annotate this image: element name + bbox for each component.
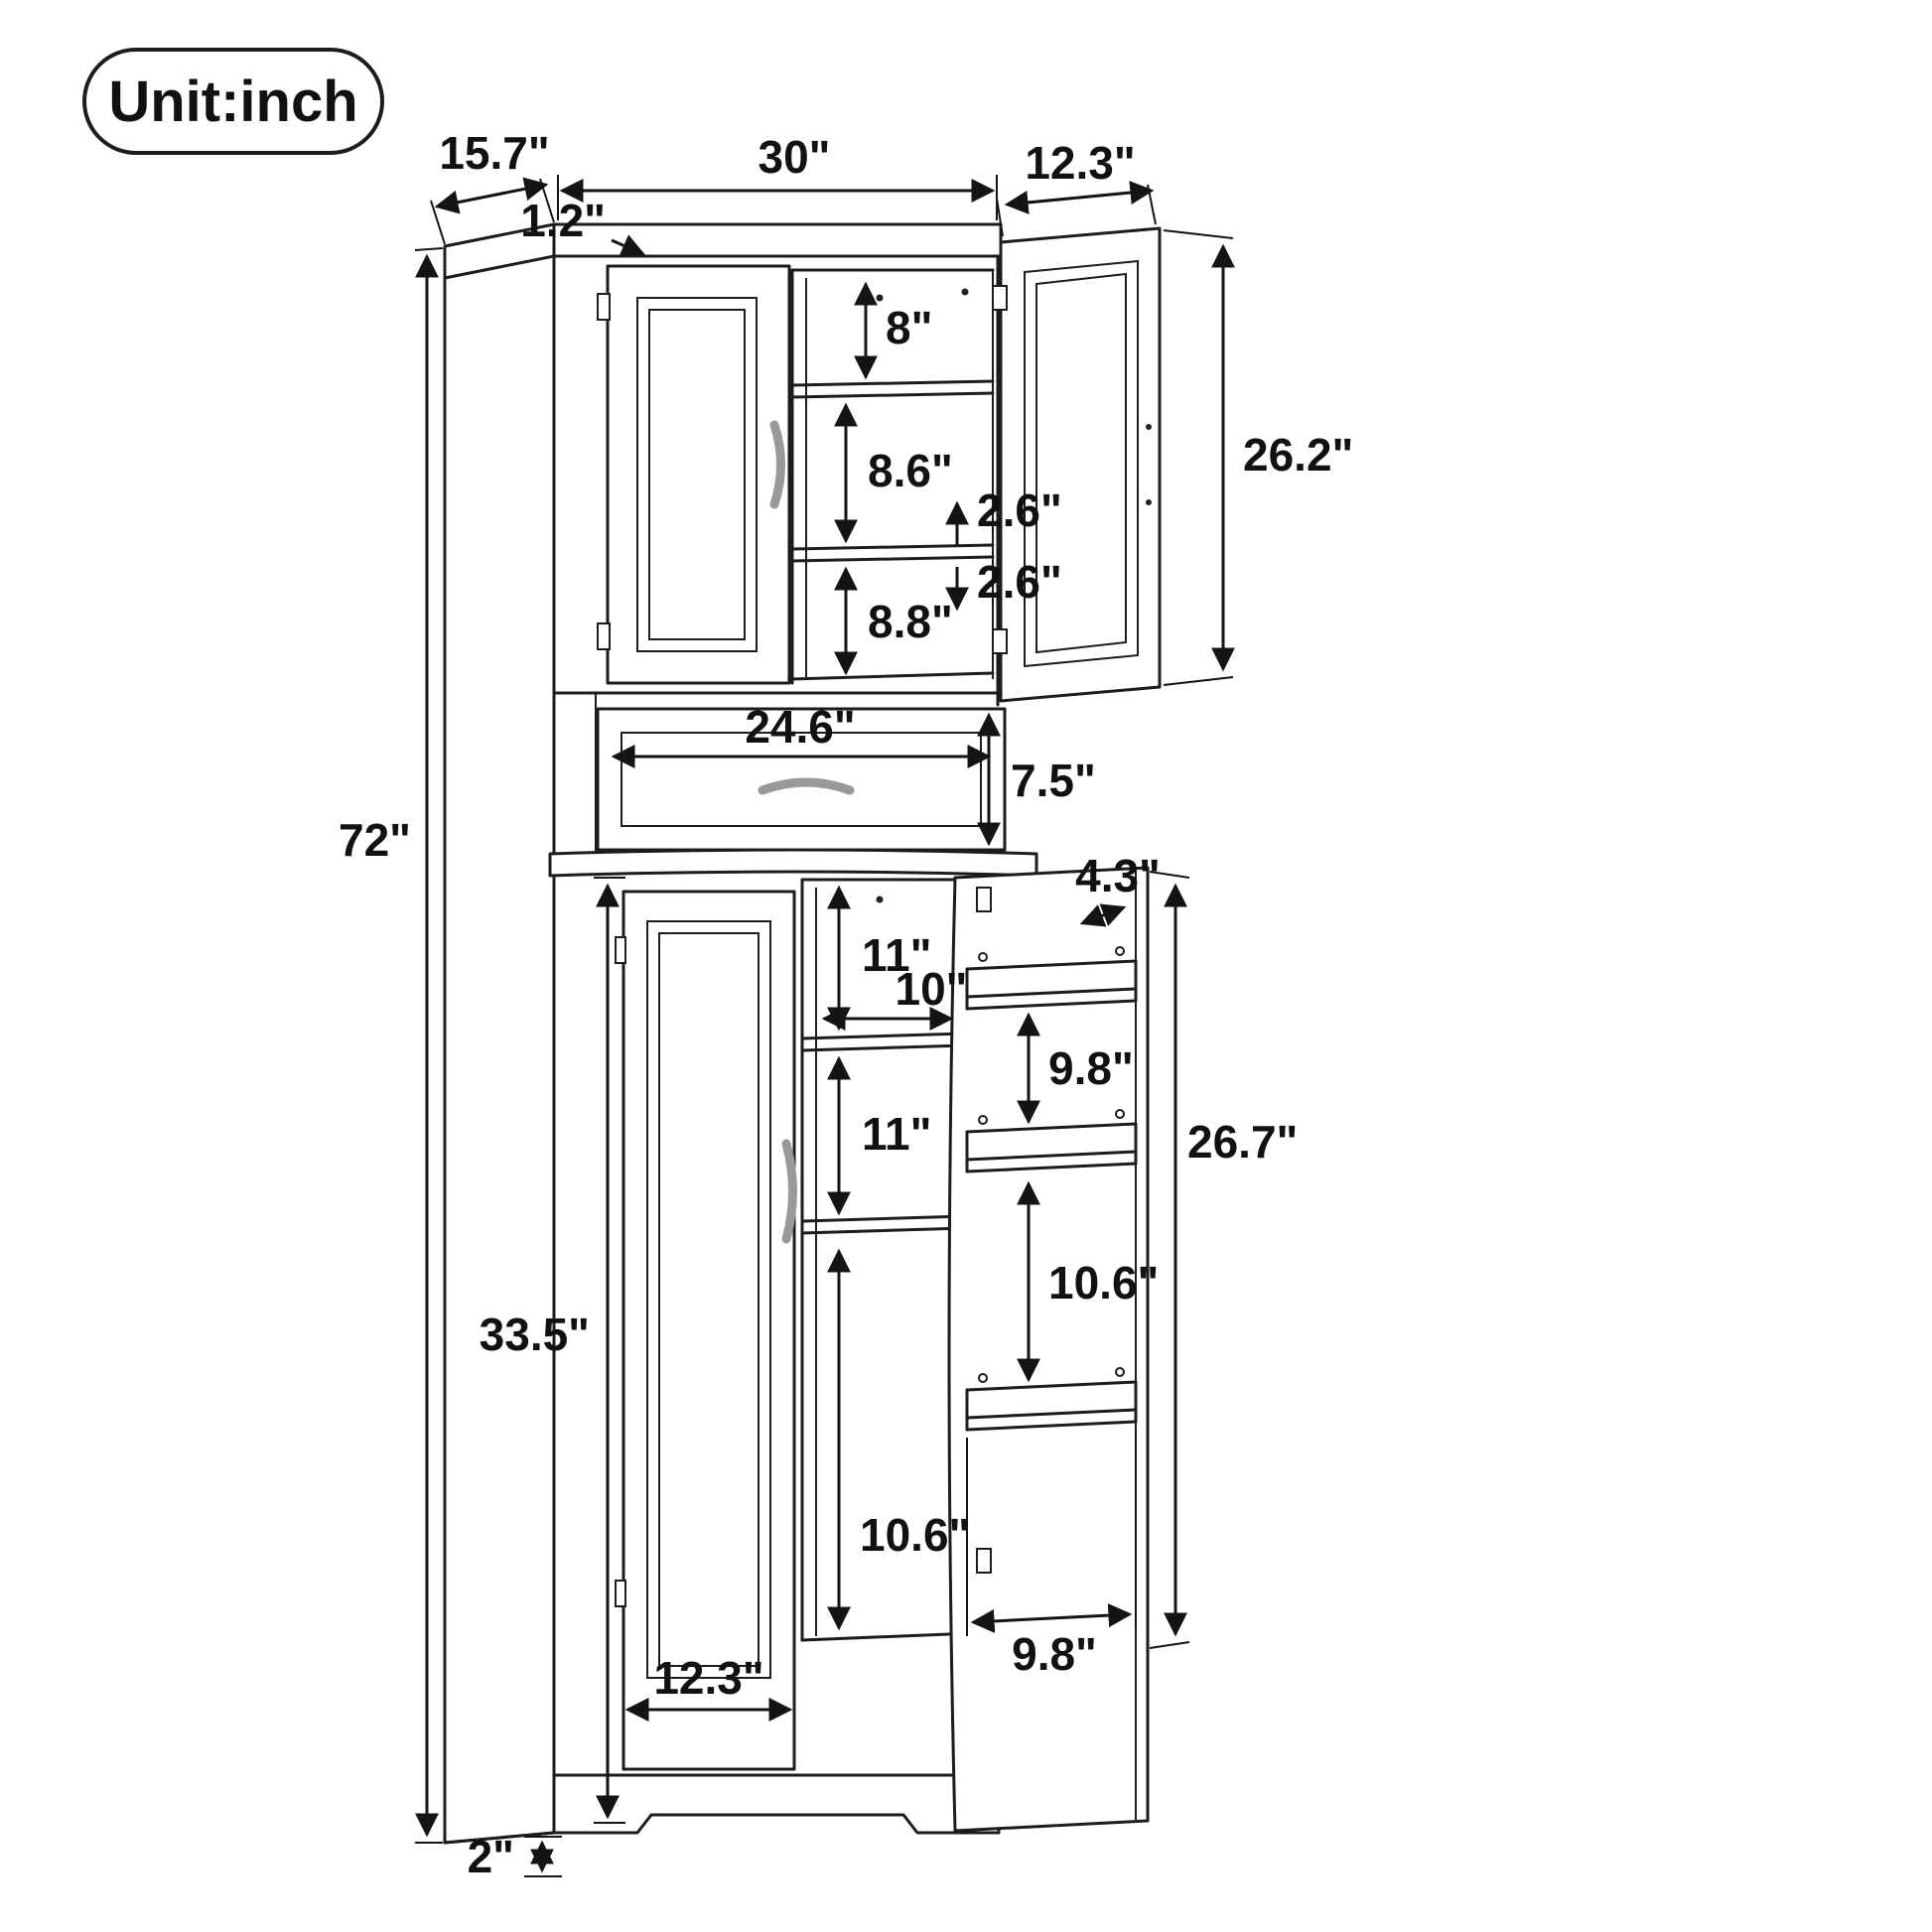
hinge [597, 293, 611, 321]
lower-right-door-open [947, 866, 1150, 1833]
dim-upper-door-width: 12.3" [996, 137, 1157, 237]
dim-upper-door-height: 26.2" [1163, 229, 1353, 686]
dim-shelf-adjust-down: 2.6" [945, 556, 1062, 612]
counter-band [548, 848, 1038, 878]
dim-width-label: 30" [759, 131, 831, 183]
screw-mark [1115, 1367, 1125, 1377]
dim-drawer-height-label: 7.5" [1011, 755, 1096, 806]
dim-lower-door-height-label: 26.7" [1187, 1116, 1298, 1168]
upper-interior [790, 268, 995, 685]
dim-top-thickness: 1.2" [520, 195, 646, 257]
dim-upper-compartment-middle-label: 8.6" [868, 445, 953, 496]
dim-shelf-adjust-up: 2.6" [945, 484, 1062, 545]
dim-lower-height: 33.5" [480, 877, 625, 1824]
dim-shelf-width-label: 10" [896, 963, 968, 1015]
hinge [615, 936, 626, 964]
screw-mark [1146, 424, 1152, 430]
upper-right-door-open [992, 226, 1162, 703]
screw-mark [1115, 1109, 1125, 1119]
dim-shelf-width: 10" [821, 963, 968, 1031]
screw-mark [978, 1373, 988, 1383]
dimensions: 15.7" 30" 1.2" 12.3" 8" 26.2" [339, 127, 1353, 1882]
screw-mark [978, 1115, 988, 1125]
dim-lower-door-height: 26.7" [1149, 871, 1298, 1649]
dim-lower-compartment-1-label: 11" [862, 929, 931, 981]
dim-lower-compartment-2: 11" [827, 1055, 931, 1216]
dim-door-rack-gap-top-label: 9.8" [1048, 1042, 1134, 1094]
unit-badge-label: Unit:inch [108, 69, 357, 134]
screw-mark [1146, 499, 1152, 505]
cabinet-line-drawing [443, 222, 1162, 1845]
dim-door-rack-depth-label: 4.3" [1075, 850, 1161, 901]
hinge [976, 1548, 992, 1574]
dim-door-rack-depth: 4.3" [1075, 850, 1161, 927]
hinge [976, 887, 992, 912]
dim-base-height: 2" [468, 1831, 562, 1882]
screw-mark [1115, 946, 1125, 956]
door-handle [769, 420, 785, 509]
dim-lower-door-width: 12.3" [624, 1652, 793, 1722]
dim-door-rack-gap-bottom-label: 10.6" [1048, 1257, 1159, 1309]
dim-drawer-width-label: 24.6" [745, 701, 855, 753]
dim-lower-compartment-2-label: 11" [862, 1108, 931, 1160]
hinge [615, 1580, 626, 1607]
dim-lower-compartment-3-label: 10.6" [860, 1509, 970, 1561]
hinge [992, 628, 1008, 654]
hinge [992, 285, 1008, 311]
dim-door-rack-width: 9.8" [966, 1430, 1137, 1680]
upper-shelf-1 [790, 379, 995, 387]
dim-total-height-label: 72" [339, 814, 411, 866]
dim-total-height: 72" [339, 247, 444, 1844]
base-plinth [443, 1773, 1001, 1845]
door-handle [781, 1139, 797, 1244]
door-rack-1 [965, 946, 1138, 1011]
dim-shelf-adjust-up-label: 2.6" [977, 484, 1062, 536]
dim-width: 30" [557, 131, 998, 220]
dim-upper-door-width-label: 12.3" [1025, 137, 1135, 189]
drawer-handle [758, 777, 855, 795]
dim-door-rack-gap-bottom: 10.6" [1017, 1180, 1159, 1383]
dim-lower-height-label: 33.5" [480, 1309, 590, 1360]
dim-door-rack-width-label: 9.8" [1012, 1628, 1097, 1680]
dim-drawer-height: 7.5" [977, 712, 1096, 847]
dim-drawer-width: 24.6" [611, 701, 992, 768]
door-rack-3 [965, 1367, 1138, 1432]
unit-badge: Unit:inch [82, 48, 384, 155]
lower-left-door [615, 890, 797, 1771]
dim-upper-compartment-middle: 8.6" [834, 402, 953, 544]
screw-mark [876, 896, 884, 903]
dim-upper-compartment-bottom-label: 8.8" [868, 596, 953, 647]
screw-mark [876, 294, 884, 302]
hinge [597, 622, 611, 650]
screw-mark [961, 288, 969, 296]
door-rack-2 [965, 1109, 1138, 1173]
upper-left-door [597, 264, 791, 685]
dim-upper-door-height-label: 26.2" [1243, 429, 1353, 481]
dim-upper-compartment-top: 8" [854, 281, 932, 380]
dim-lower-compartment-1: 11" [827, 885, 931, 1032]
dim-shelf-adjust-down-label: 2.6" [977, 556, 1062, 608]
dim-depth-label: 15.7" [439, 127, 549, 179]
drawer [596, 707, 1007, 852]
dim-door-rack-gap-top: 9.8" [1017, 1012, 1134, 1125]
dim-depth: 15.7" [430, 127, 555, 245]
screw-mark [978, 952, 988, 962]
dim-base-height-label: 2" [468, 1831, 514, 1882]
upper-shelf-2 [790, 543, 995, 551]
dim-upper-compartment-bottom: 8.8" [834, 566, 953, 676]
dim-upper-compartment-top-label: 8" [886, 302, 932, 353]
dim-top-thickness-label: 1.2" [520, 195, 606, 246]
unit-badge-outline [82, 48, 384, 155]
left-side-panel [443, 254, 556, 1845]
dim-lower-compartment-3: 10.6" [827, 1248, 970, 1631]
dim-lower-door-width-label: 12.3" [653, 1652, 763, 1704]
